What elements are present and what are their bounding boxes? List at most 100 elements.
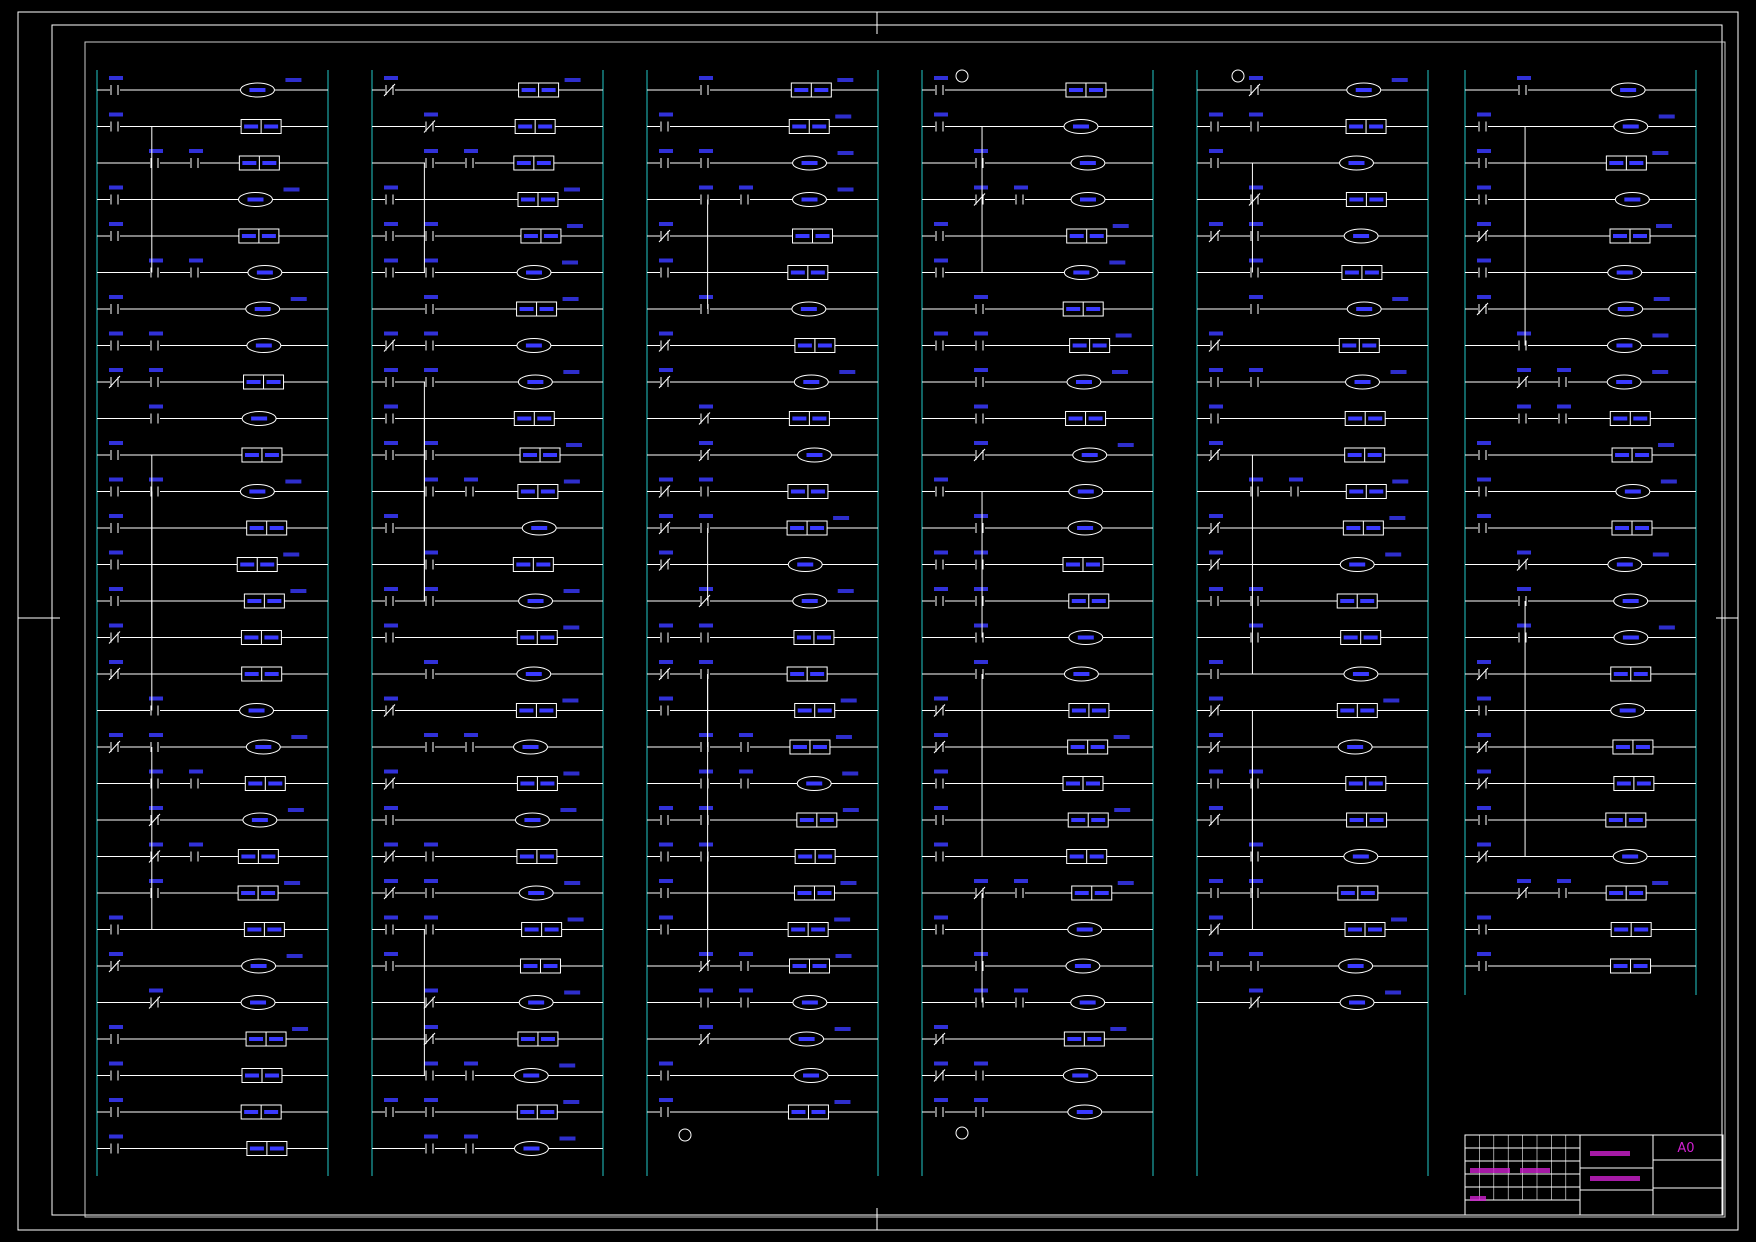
instruction-operand-label (544, 927, 559, 932)
rung-comment-label (292, 1027, 309, 1031)
contact-address-label (659, 806, 673, 810)
contact-address-label (934, 550, 948, 555)
contact-address-label (384, 404, 398, 409)
instruction-operand-label (1633, 416, 1648, 421)
contact-address-label (1209, 514, 1223, 518)
contact-address-label (1209, 587, 1223, 591)
contact-address-label (109, 331, 123, 336)
contact-gap (700, 778, 710, 789)
contact-gap (190, 158, 200, 168)
contact-address-label (1249, 222, 1263, 226)
contact-gap (110, 304, 120, 314)
ladder-rung (1465, 149, 1696, 171)
contact-gap (465, 486, 475, 497)
ladder-rung (1197, 660, 1428, 682)
ladder-rung (372, 623, 603, 645)
contact-gap (385, 596, 395, 606)
ladder-rung (1197, 404, 1428, 426)
contact-address-label (464, 477, 478, 482)
contact-address-label (149, 258, 163, 263)
contact-nc-slash (698, 448, 711, 462)
instruction-operand-label (267, 927, 282, 932)
instruction-operand-label (1349, 124, 1364, 129)
ladder-rung (647, 879, 878, 901)
ladder-rung (647, 222, 878, 244)
ladder-rung (1465, 879, 1696, 901)
contact-address-label (384, 769, 398, 774)
contact-gap (975, 596, 985, 606)
coil-label (1349, 562, 1366, 567)
contact-address-label (1477, 696, 1491, 701)
contact-address-label (1014, 185, 1028, 190)
contact-nc-slash (1208, 923, 1221, 936)
contact-gap (935, 267, 945, 278)
contact-nc-slash (698, 594, 711, 608)
rung-comment-label (837, 589, 854, 593)
coil-label (800, 307, 817, 311)
coil-label (1624, 197, 1641, 202)
contact-address-label (934, 842, 948, 847)
contact-gap (1558, 377, 1568, 387)
contact-address-label (659, 368, 673, 372)
contact-address-label (384, 952, 398, 956)
outer-border (17, 11, 1739, 1231)
instruction-operand-label (792, 416, 807, 421)
continuation-connector (955, 69, 969, 83)
instruction-operand-label (248, 781, 263, 786)
contact-address-label (109, 952, 123, 956)
coil-label (250, 1000, 267, 1005)
instruction-operand-label (790, 489, 805, 494)
contact-address-label (1249, 623, 1263, 628)
instruction-operand-label (811, 927, 826, 932)
coil-label (1075, 380, 1092, 384)
contact-gap (1478, 815, 1488, 825)
contact-gap (660, 851, 670, 862)
contact-address-label (699, 806, 713, 810)
ladder-rung (1197, 331, 1428, 353)
contact-gap (935, 1107, 945, 1117)
contact-gap (975, 158, 985, 168)
ladder-rung (1197, 623, 1428, 645)
instruction-operand-label (1340, 708, 1355, 713)
contact-address-label (109, 1098, 123, 1102)
ladder-rung (1465, 514, 1696, 536)
contact-address-label (384, 806, 398, 810)
contact-address-label (384, 587, 398, 591)
drawing-border (84, 41, 1726, 1218)
instruction-operand-label (1634, 927, 1649, 932)
contact-address-label (1517, 404, 1531, 409)
instruction-operand-label (1369, 197, 1384, 202)
contact-address-label (974, 660, 988, 664)
ladder-rung (922, 733, 1153, 755)
contact-address-label (1249, 295, 1263, 299)
instruction-operand-label (1369, 818, 1384, 822)
contact-address-label (974, 879, 988, 883)
contact-address-label (1557, 879, 1571, 883)
ladder-rung (1197, 112, 1428, 134)
rung-comment-label (833, 516, 850, 520)
instruction-operand-label (790, 270, 805, 275)
contact-gap (660, 888, 670, 898)
instruction-operand-label (1071, 818, 1086, 822)
contact-address-label (424, 842, 438, 847)
ladder-rung (372, 952, 603, 974)
ladder-rung (922, 1025, 1153, 1047)
contact-gap (1015, 194, 1025, 205)
coil-label (1352, 672, 1369, 676)
instruction-operand-label (262, 161, 277, 165)
rung-comment-label (837, 187, 854, 192)
contact-address-label (1209, 222, 1223, 226)
ladder-rung (922, 623, 1153, 645)
contact-gap (1015, 997, 1025, 1008)
instruction-operand-label (814, 88, 829, 92)
contact-address-label (974, 149, 988, 153)
contact-address-label (934, 477, 948, 482)
ladder-rung (372, 1098, 603, 1120)
instruction-operand-label (812, 964, 827, 968)
ladder-rung (372, 404, 603, 426)
instruction-operand-label (1362, 343, 1377, 348)
instruction-operand-label (1633, 234, 1648, 238)
instruction-operand-label (810, 526, 825, 530)
contact-address-label (1209, 769, 1223, 774)
contact-nc-slash (423, 120, 436, 133)
